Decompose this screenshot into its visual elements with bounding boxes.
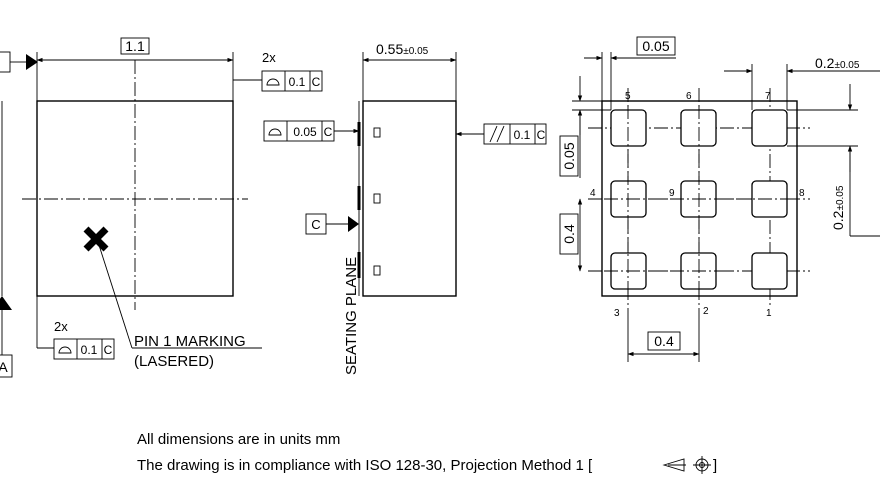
pad-6 (680, 109, 717, 147)
pin-label-5: 5 (625, 91, 631, 102)
pin1-label-1: PIN 1 MARKING (134, 333, 246, 350)
pin1-marking-cross (83, 226, 109, 252)
dim-top-box (636, 36, 676, 56)
side-ball-2 (373, 193, 381, 204)
side-ball-1 (373, 127, 381, 138)
pad-height-label: 0.2±0.05 (830, 185, 846, 230)
datum-c-triangle (348, 216, 359, 232)
dim-top-label: 0.05 (642, 38, 669, 54)
fcf-side-profile-tol: 0.05 (293, 125, 317, 139)
fcf-parallel-datum: C (537, 128, 546, 142)
fcf-top-frame (261, 70, 323, 92)
pitch-h-label: 0.4 (654, 333, 674, 349)
pin-label-2: 2 (703, 306, 709, 317)
fcf-bottom-tol: 0.1 (81, 343, 98, 357)
pad-5 (610, 109, 647, 147)
side-view-body (362, 100, 457, 297)
datum-a-box (0, 354, 13, 378)
pin-label-8: 8 (799, 188, 805, 199)
pitch-v-box (559, 213, 579, 255)
pin-label-4: 4 (590, 188, 596, 199)
pad-width-label: 0.2±0.05 (815, 55, 860, 71)
datum-b-triangle (26, 54, 38, 70)
pin-label-6: 6 (686, 91, 692, 102)
pin-label-9: 9 (669, 188, 675, 199)
dim-left-label: 0.05 (561, 142, 577, 169)
datum-c-label: C (311, 217, 320, 232)
note-units: All dimensions are in units mm (137, 431, 340, 448)
profile-surface-icon (268, 128, 282, 136)
pin-label-7: 7 (765, 91, 771, 102)
projection-method-icon (662, 456, 711, 474)
fcf-top-count: 2x (262, 50, 276, 65)
pad-1 (751, 252, 788, 290)
pin-label-1: 1 (766, 308, 772, 319)
pin1-label-2: (LASERED) (134, 353, 214, 370)
thickness-label: 0.55±0.05 (376, 41, 429, 57)
pitch-h-box (647, 331, 681, 351)
side-ball-3 (373, 265, 381, 276)
width-dimension-box (120, 37, 150, 55)
datum-b-box (0, 51, 11, 73)
notes: All dimensions are in units mm The drawi… (137, 431, 717, 474)
seating-plane-label: SEATING PLANE (343, 257, 360, 375)
fcf-side-profile-datum: C (324, 125, 333, 139)
bottom-view-body (601, 100, 798, 297)
fcf-bottom-frame (53, 338, 115, 360)
note-iso: The drawing is in compliance with ISO 12… (137, 457, 593, 474)
fcf-parallel-tol: 0.1 (514, 128, 531, 142)
pad-7 (751, 109, 788, 147)
top-view: 1.1 A 2x 0.1 C 2x 0.1 C (0, 37, 323, 378)
side-view: 0.55±0.05 0.05 C 0.1 C C SEATING PLANE (263, 41, 547, 375)
pin-label-3: 3 (614, 308, 620, 319)
fcf-bottom-count: 2x (54, 319, 68, 334)
bottom-view: 5 6 7 4 9 8 3 2 1 0.05 0.2±0.05 0.05 (559, 36, 880, 362)
parallelism-icon (489, 125, 505, 143)
pitch-v-label: 0.4 (561, 224, 577, 244)
note-iso-end: ] (713, 457, 717, 474)
datum-a-label: A (0, 359, 8, 375)
width-dimension-label: 1.1 (125, 38, 145, 54)
dim-left-box (559, 135, 579, 177)
fcf-parallelism (483, 123, 547, 145)
fcf-bottom-datum: C (104, 343, 113, 357)
profile-surface-icon (266, 78, 280, 86)
profile-surface-icon (58, 346, 72, 354)
fcf-top-tol: 0.1 (289, 75, 306, 89)
pin1-leader (97, 241, 133, 349)
fcf-top-datum: C (312, 75, 321, 89)
